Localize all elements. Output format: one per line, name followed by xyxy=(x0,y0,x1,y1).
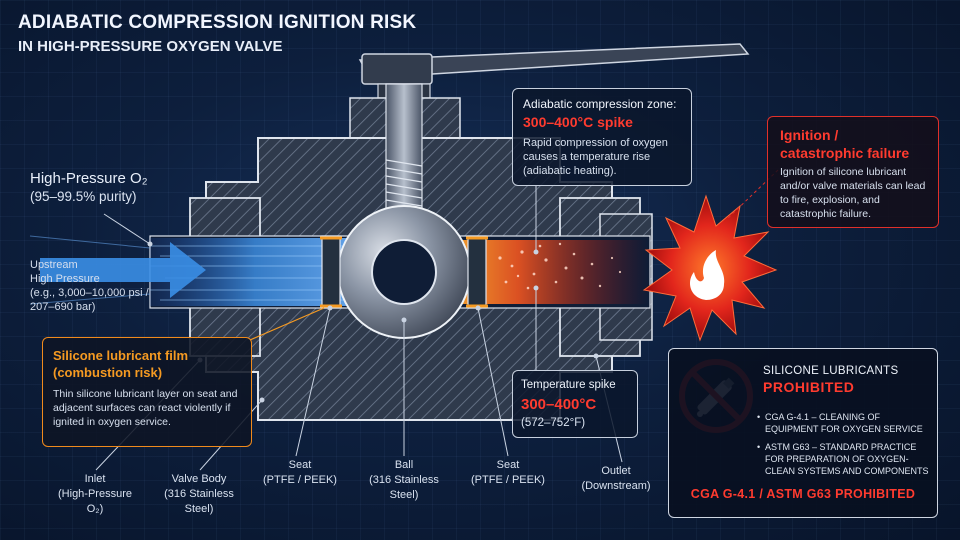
label-line: (High-Pressure xyxy=(58,488,132,500)
label-valve-body: Valve Body (316 Stainless Steel) xyxy=(144,472,254,517)
label-line: (Downstream) xyxy=(581,480,651,492)
stem-threads xyxy=(385,159,423,207)
valve-stem xyxy=(385,83,423,215)
prohibition-panel: SILICONE LUBRICANTS PROHIBITED •CGA G-4.… xyxy=(668,348,938,518)
label-ball: Ball (316 Stainless Steel) xyxy=(354,458,454,503)
standard-item: •ASTM G63 – STANDARD PRACTICE FOR PREPAR… xyxy=(757,442,929,476)
standard-item: •CGA G-4.1 – CLEANING OF EQUIPMENT FOR O… xyxy=(757,412,923,434)
label-line: Valve Body xyxy=(171,473,227,485)
upstream-pressure-note: Upstream High Pressure (e.g., 3,000–10,0… xyxy=(30,258,160,314)
upstream-line: (e.g., 3,000–10,000 psi / xyxy=(30,287,149,299)
compression-zone-heading: Adiabatic compression zone: xyxy=(523,97,677,111)
label-line: Steel) xyxy=(389,489,419,501)
label-outlet: Outlet (Downstream) xyxy=(566,464,666,494)
temp-spike-fahrenheit: (572–752°F) xyxy=(521,417,586,429)
label-seat-downstream: Seat (PTFE / PEEK) xyxy=(458,458,558,488)
page-subtitle: IN HIGH-PRESSURE OXYGEN VALVE xyxy=(18,38,283,55)
ignition-heading: Ignition / catastrophic failure xyxy=(780,126,909,162)
silicone-heading-line: Silicone lubricant film xyxy=(53,348,189,363)
label-line: (PTFE / PEEK) xyxy=(263,474,337,486)
inlet-gas-title: High-Pressure O₂ xyxy=(30,170,148,187)
label-line: (316 Stainless xyxy=(164,488,234,500)
ball-bore xyxy=(371,239,437,305)
inlet-purity: (95–99.5% purity) xyxy=(30,189,137,204)
silicone-body: Thin silicone lubricant layer on seat an… xyxy=(53,388,238,428)
standard-text: ASTM G63 – STANDARD PRACTICE FOR PREPARA… xyxy=(765,442,929,476)
upstream-line: High Pressure xyxy=(30,273,100,285)
temperature-spike-callout: Temperature spike 300–400°C (572–752°F) xyxy=(512,370,638,438)
upstream-line: Upstream xyxy=(30,259,78,271)
silicone-heading: Silicone lubricant film (combustion risk… xyxy=(53,347,188,381)
label-line: Steel) xyxy=(184,503,214,515)
compression-particles xyxy=(498,242,622,290)
temp-spike-celsius: 300–400°C xyxy=(521,396,597,413)
seat-downstream xyxy=(467,235,487,309)
compression-zone-body: Rapid compression of oxygen causes a tem… xyxy=(523,137,668,177)
label-line: Ball xyxy=(394,459,414,471)
label-line: Seat xyxy=(496,459,520,471)
label-seat-upstream: Seat (PTFE / PEEK) xyxy=(250,458,350,488)
ignition-body: Ignition of silicone lubricant and/or va… xyxy=(780,166,926,220)
compression-zone-temp: 300–400°C spike xyxy=(523,114,633,130)
handle-nut xyxy=(361,53,433,85)
prohibition-line2: PROHIBITED xyxy=(763,379,855,395)
label-line: O₂) xyxy=(86,503,104,515)
prohibition-line1: SILICONE LUBRICANTS xyxy=(763,365,899,377)
standard-text: CGA G-4.1 – CLEANING OF EQUIPMENT FOR OX… xyxy=(765,412,923,434)
ignition-callout: Ignition / catastrophic failure Ignition… xyxy=(767,116,939,228)
label-line: Inlet xyxy=(84,473,106,485)
seat-upstream xyxy=(321,235,341,309)
label-line: (PTFE / PEEK) xyxy=(471,474,545,486)
label-inlet: Inlet (High-Pressure O₂) xyxy=(40,472,150,517)
label-line: (316 Stainless xyxy=(369,474,439,486)
silicone-heading-line: (combustion risk) xyxy=(53,365,163,380)
temp-spike-heading: Temperature spike xyxy=(521,379,616,391)
silicone-film-callout: Silicone lubricant film (combustion risk… xyxy=(42,337,252,447)
ignition-heading-line: catastrophic failure xyxy=(780,145,910,161)
page-title: ADIABATIC COMPRESSION IGNITION RISK xyxy=(18,12,417,33)
ignition-heading-line: Ignition / xyxy=(780,127,839,143)
prohibition-footer: CGA G-4.1 / ASTM G63 PROHIBITED xyxy=(690,487,916,501)
flow-arrow-icon xyxy=(40,242,206,298)
label-line: Seat xyxy=(288,459,312,471)
label-line: Outlet xyxy=(601,465,631,477)
upstream-line: 207–690 bar) xyxy=(30,301,96,313)
compression-zone-callout: Adiabatic compression zone: 300–400°C sp… xyxy=(512,88,692,186)
